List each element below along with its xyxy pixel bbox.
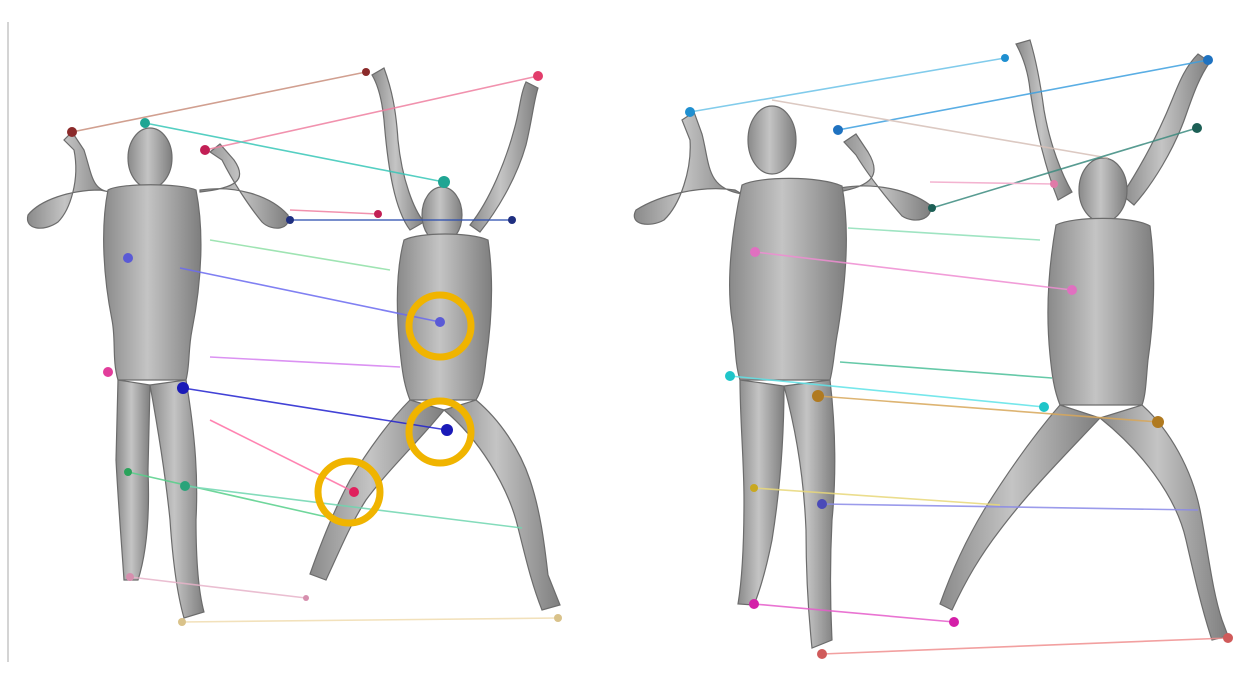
highlight-circle-knee [314, 457, 384, 527]
keypoints-left [67, 68, 562, 626]
highlight-circle-hip [405, 397, 475, 467]
correspondence-lines-left [71, 71, 559, 623]
highlight-circle-chest [405, 291, 475, 361]
body-mesh-c [633, 105, 932, 649]
correspondence-lines-right [689, 57, 1229, 655]
keypoints-right [685, 54, 1233, 659]
body-mesh-a [26, 127, 290, 619]
left-panel [26, 67, 562, 626]
panel-divider [7, 22, 9, 662]
right-panel [633, 39, 1233, 659]
highlight-circles [314, 291, 475, 527]
body-mesh-d [939, 39, 1229, 641]
body-mesh-b [309, 67, 561, 611]
